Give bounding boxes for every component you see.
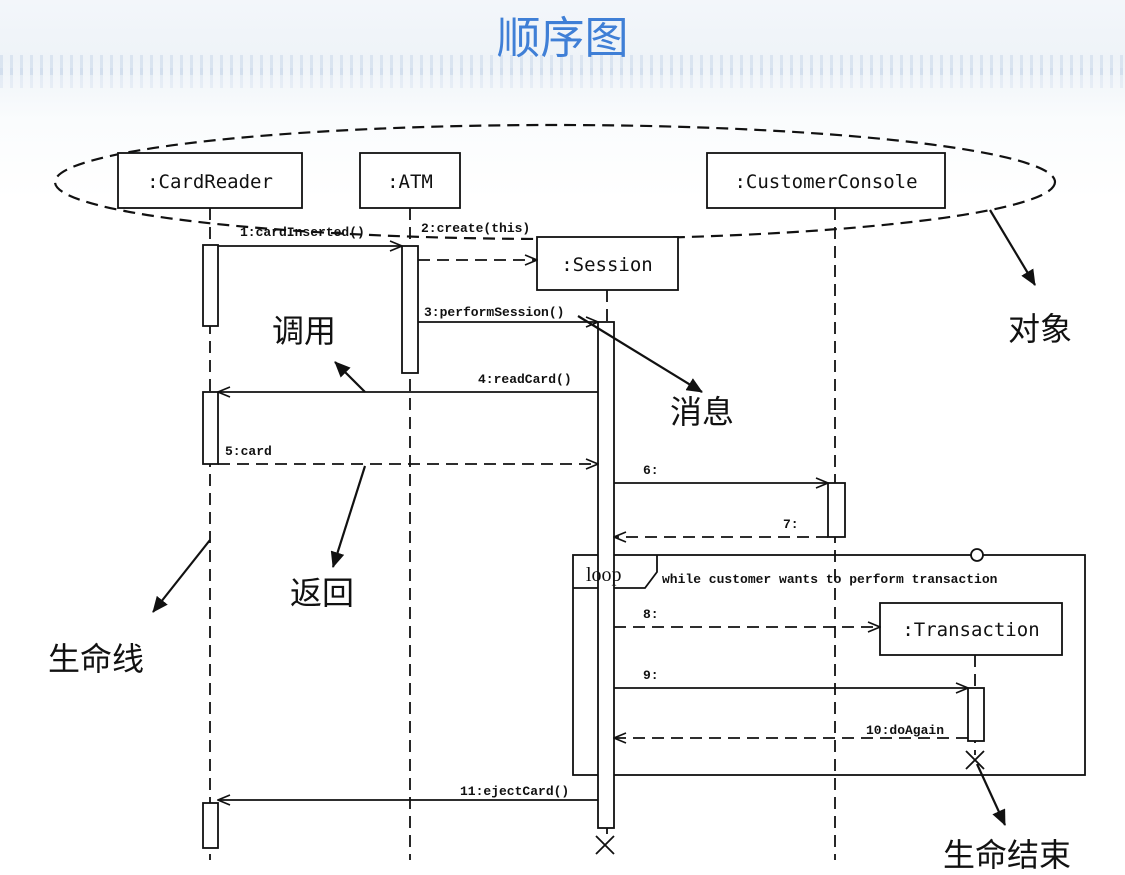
object-label-session: :Session [561,254,653,276]
message-11-label: 11:ejectCard() [460,784,569,799]
message-10-label: 10:doAgain [866,723,944,738]
activation-cardreader [202,244,219,327]
annotation-end-of-life: 生命结束 [943,836,1071,874]
annotation-arrow-lifeline [152,539,211,613]
object-box-atm [359,152,461,209]
annotation-arrow-objects [989,209,1036,286]
annotation-arrow-message [577,315,703,393]
object-box-cardreader [117,152,303,209]
destroy-x-session [595,835,615,855]
loop-circle [970,548,984,562]
message-5-label: 5:card [225,444,272,459]
annotation-return: 返回 [290,574,354,612]
object-label-customerconsole: :CustomerConsole [734,171,917,193]
activation-transaction [967,687,985,742]
annotation-arrow-call [334,361,366,393]
header-decoration [0,55,1125,75]
activation-session [597,321,615,829]
annotation-arrow-end-of-life [976,763,1006,826]
message-2-label: 2:create(this) [421,221,530,236]
annotation-lifeline: 生命线 [48,640,144,678]
message-1-label: 1:cardInserted() [240,225,365,240]
object-box-customerconsole [706,152,946,209]
annotation-objects: 对象 [1008,310,1072,348]
message-8-label: 8: [643,607,659,622]
loop-frame [572,554,1086,776]
activation-cardreader [202,802,219,849]
object-label-atm: :ATM [387,171,433,193]
object-label-transaction: :Transaction [902,619,1039,641]
annotation-message: 消息 [670,393,734,431]
loop-keyword: loop [586,564,622,586]
annotation-arrow-return [330,465,367,568]
message-9-label: 9: [643,668,659,683]
message-4-label: 4:readCard() [478,372,572,387]
object-box-session [536,236,679,291]
slide-title: 顺序图 [496,13,629,64]
message-7-label: 7: [783,517,799,532]
object-box-transaction [879,602,1063,656]
objects-ellipse [53,123,1057,241]
activation-cardreader [202,391,219,465]
message-3-label: 3:performSession() [424,305,564,320]
lifelines [209,208,976,860]
loop-guard: while customer wants to perform transact… [662,572,998,587]
activation-customerconsole [827,482,846,538]
message-6-label: 6: [643,463,659,478]
activation-atm [401,245,419,374]
header-decoration [0,68,1125,88]
destroy-x-transaction [965,750,985,770]
annotation-call: 调用 [272,312,336,350]
object-label-cardreader: :CardReader [147,171,273,193]
